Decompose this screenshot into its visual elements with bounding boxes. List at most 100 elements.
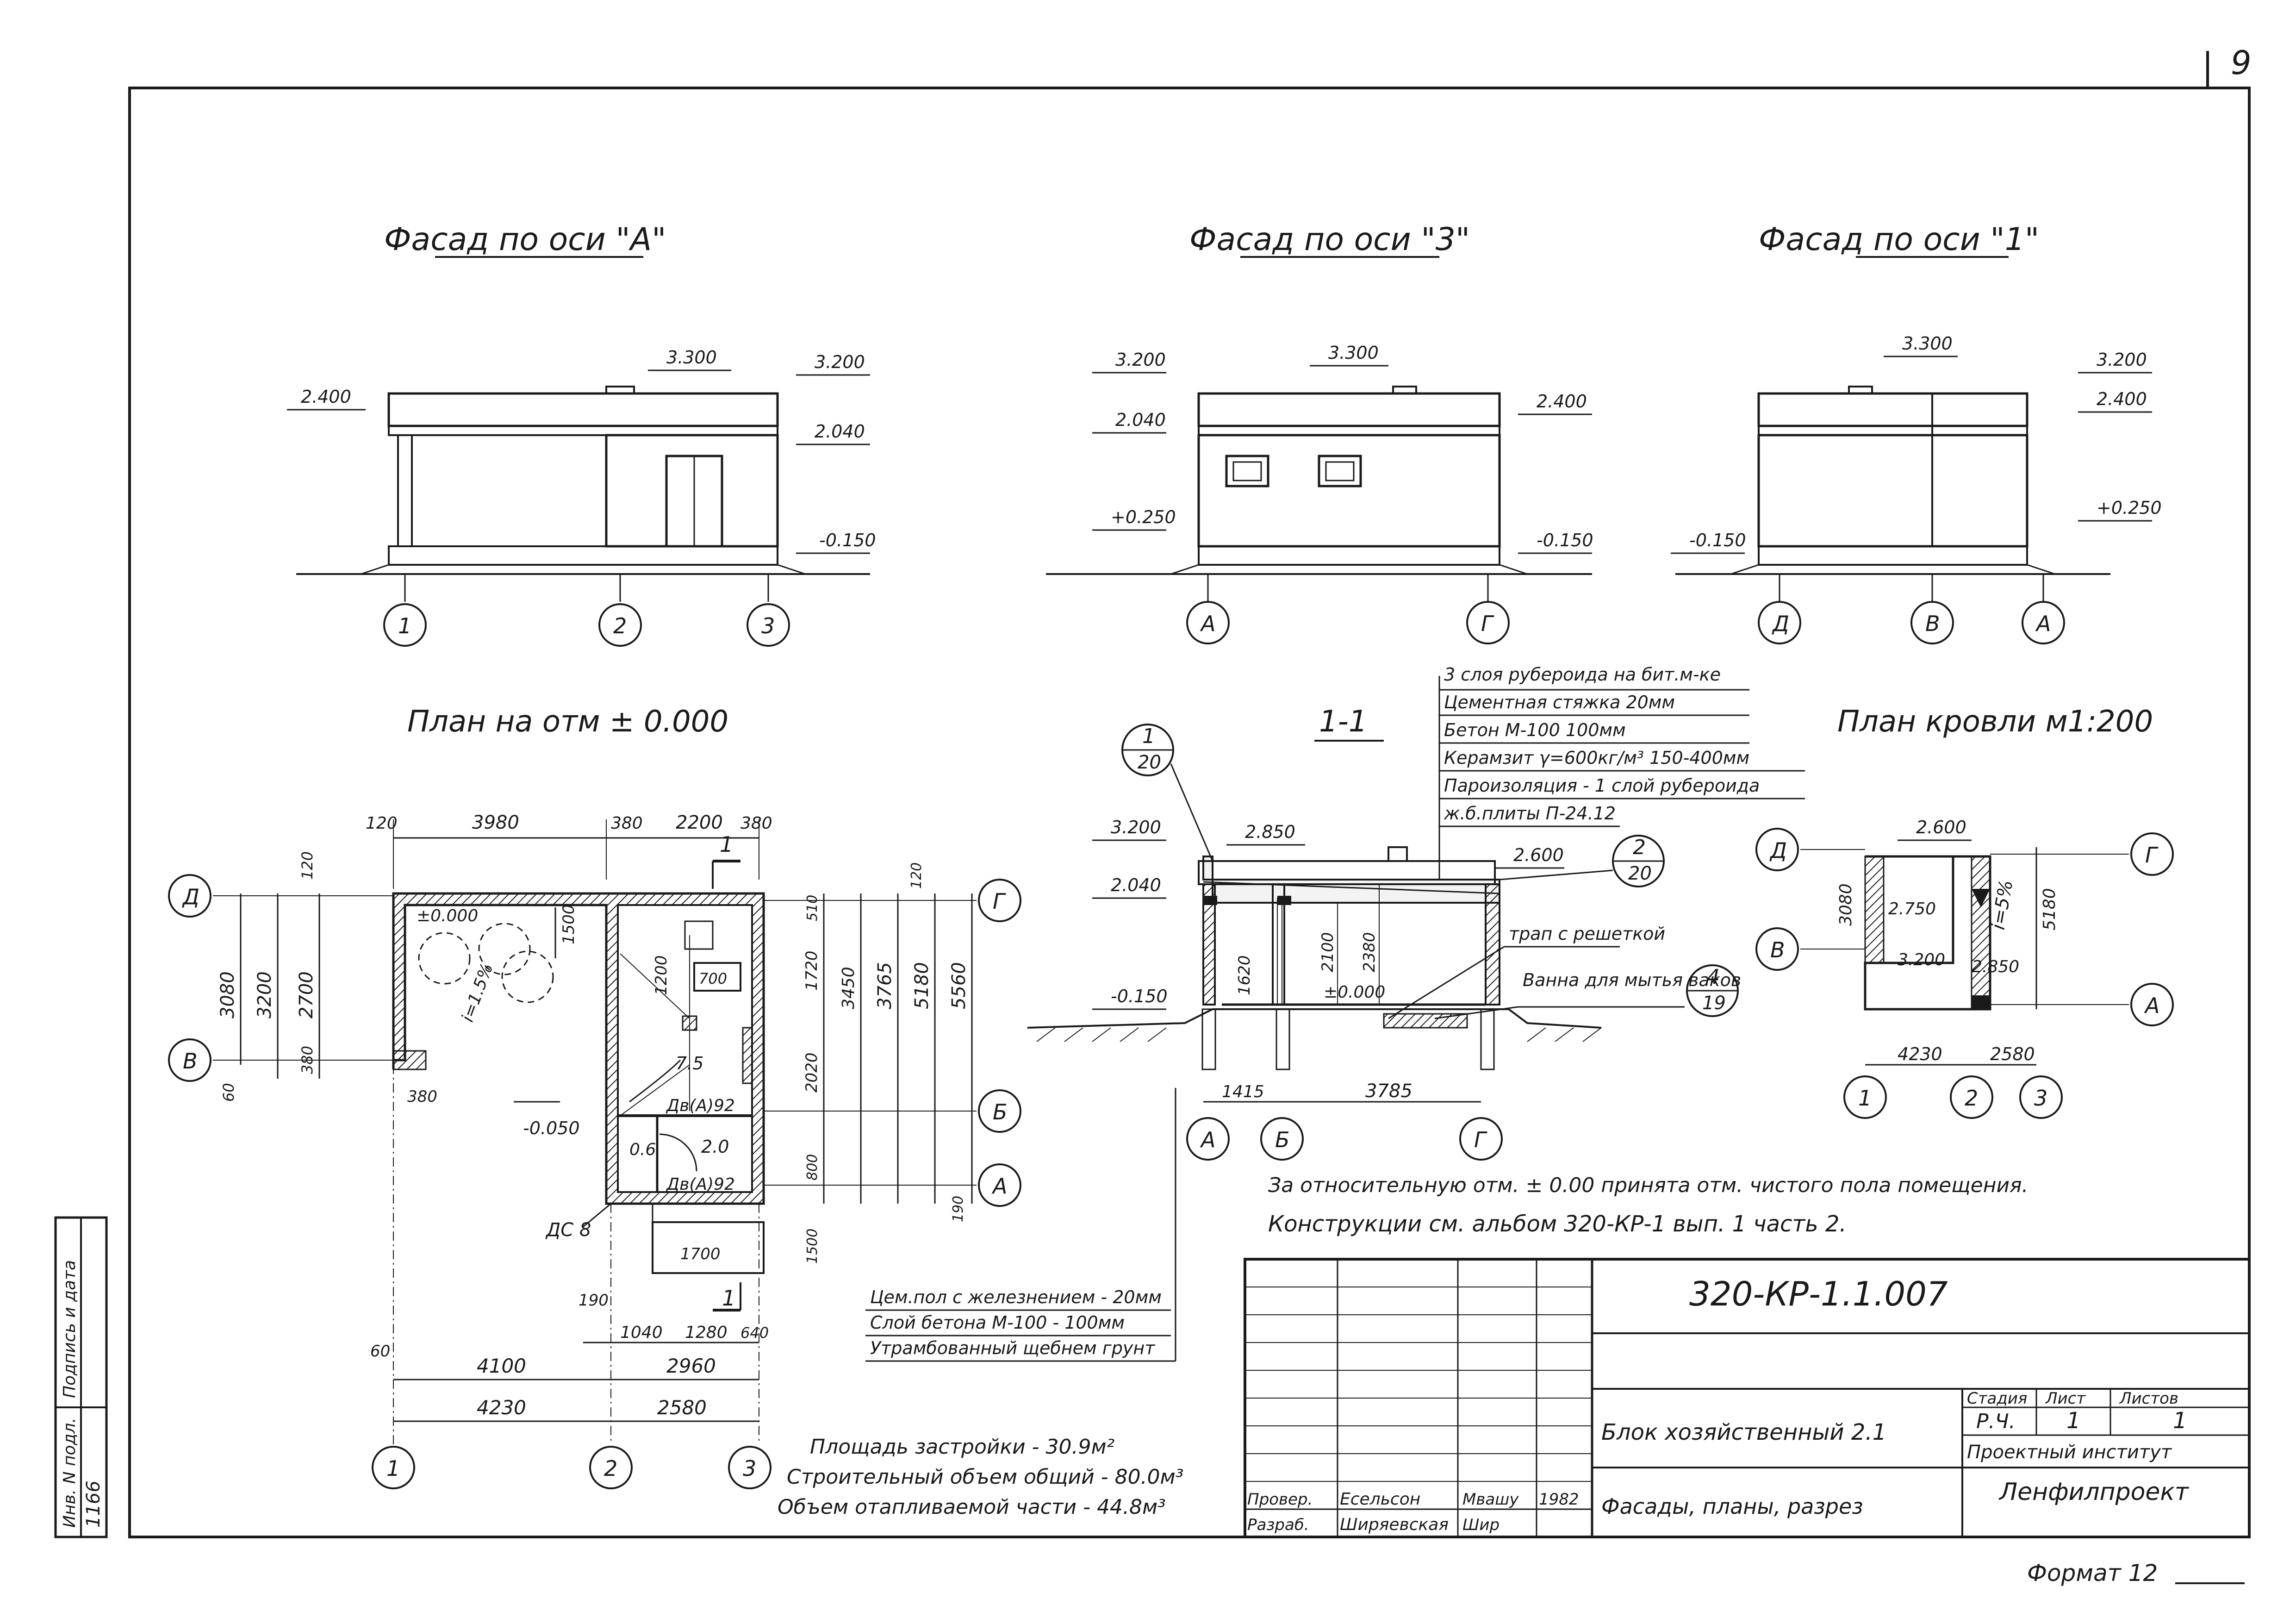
plan-label-1500: 1500 bbox=[560, 904, 578, 944]
facade-1-axis-d-label: Д bbox=[1772, 611, 1789, 636]
plan-axis-1 bbox=[372, 1446, 415, 1489]
tb-sheet: 1 bbox=[2066, 1408, 2081, 1434]
roof-axis-g bbox=[2130, 832, 2174, 876]
plan-label-1200: 1200 bbox=[652, 955, 671, 995]
facade-1-axis-d bbox=[1758, 601, 1801, 644]
plan-dim-door-1040: 1040 bbox=[620, 1323, 663, 1342]
plan-label-7-5: 7.5 bbox=[676, 1053, 703, 1074]
plan-dim-top-380b: 380 bbox=[740, 814, 772, 833]
general-note-1: За относительную отм. ± 0.00 принята отм… bbox=[1268, 1174, 2028, 1197]
facade-a-level-m0150: -0.150 bbox=[819, 530, 876, 550]
facade-3-level-p0250: +0.250 bbox=[1111, 507, 1176, 527]
general-note-2: Конструкции см. альбом 320-КР-1 вып. 1 ч… bbox=[1268, 1211, 1847, 1237]
inv-value: 1166 bbox=[83, 1480, 104, 1528]
section-layer-2: Цементная стяжка 20мм bbox=[1444, 692, 1675, 712]
facade-a-level-3300: 3.300 bbox=[666, 347, 717, 368]
facade-3-level-2400: 2.400 bbox=[1537, 391, 1587, 412]
tb-institute-name: Ленфилпроект bbox=[1998, 1478, 2190, 1506]
facade-a-title: Фасад по оси "А" bbox=[384, 221, 666, 258]
facade-a-level-3200: 3.200 bbox=[815, 352, 865, 372]
plan-dim-bottom-2960: 2960 bbox=[666, 1355, 716, 1377]
plan-dim-door-640: 640 bbox=[740, 1324, 769, 1342]
plan-dim-door-1280: 1280 bbox=[685, 1323, 728, 1342]
section-layer-6: ж.б.плиты П-24.12 bbox=[1444, 803, 1616, 824]
roof-dim-2580: 2580 bbox=[1990, 1044, 2035, 1064]
tb-row1-name: Есельсон bbox=[1340, 1490, 1420, 1509]
roof-axis-a bbox=[2130, 983, 2174, 1026]
facade-1-level-2400: 2.400 bbox=[2097, 389, 2147, 409]
section-title: 1-1 bbox=[1319, 705, 1368, 739]
plan-dim-right-1500: 1500 bbox=[804, 1229, 821, 1264]
section-level-m0150: -0.150 bbox=[1111, 986, 1168, 1006]
facade-1-axis-a-label: А bbox=[2035, 611, 2051, 636]
plan-section-mark-bottom: 1 bbox=[722, 1286, 735, 1311]
roof-axis-v-label: В bbox=[1770, 937, 1785, 962]
section-axis-g-label: Г bbox=[1474, 1127, 1487, 1152]
tb-stage: Р.Ч. bbox=[1976, 1410, 2016, 1433]
plan-axis-b bbox=[978, 1089, 1021, 1133]
tb-stage-label: Стадия bbox=[1967, 1389, 2027, 1408]
floor-plan: План на отм ± 0.000 120 3980 380 2200 38… bbox=[168, 705, 1183, 1519]
plan-label-2-0: 2.0 bbox=[701, 1137, 729, 1157]
section-level-3200: 3.200 bbox=[1111, 817, 1161, 837]
plan-dim-bottom-4230: 4230 bbox=[477, 1396, 526, 1419]
roof-axis-2 bbox=[1950, 1075, 1993, 1119]
facade-a-axis-2-label: 2 bbox=[613, 613, 627, 638]
tb-row2-name: Ширяевская bbox=[1340, 1515, 1449, 1534]
facade-3-axis-a bbox=[1186, 601, 1230, 644]
facade-1-level-3300: 3.300 bbox=[1902, 333, 1953, 354]
roof-axis-d bbox=[1755, 828, 1799, 871]
plan-label-700: 700 bbox=[699, 970, 727, 987]
roof-axis-v bbox=[1755, 927, 1799, 971]
facade-1-title: Фасад по оси "1" bbox=[1759, 221, 2039, 258]
plan-dim-right-2020: 2020 bbox=[803, 1052, 821, 1093]
facade-3-level-3300: 3.300 bbox=[1328, 343, 1379, 363]
facade-3: Фасад по оси "3" 3.200 3.300 2.040 2.400… bbox=[1046, 221, 1593, 644]
facade-a: Фасад по оси "А" 2.400 3.300 3.200 2.040… bbox=[287, 221, 876, 647]
side-stamp: Инв. N подл. Подпись и дата 1166 bbox=[54, 1216, 108, 1538]
plan-area-note-3: Объем отапливаемой части - 44.8м³ bbox=[778, 1495, 1166, 1519]
tb-sheet-label: Лист bbox=[2045, 1389, 2086, 1408]
plan-dim-bottom-2580: 2580 bbox=[657, 1396, 707, 1419]
facade-1-axis-v bbox=[1910, 601, 1954, 644]
sheet-frame: 9 Формат 12 bbox=[128, 44, 2252, 1587]
tb-row2-role: Разраб. bbox=[1247, 1516, 1309, 1534]
section-dim-2380: 2380 bbox=[1360, 932, 1379, 972]
plan-section-mark-top: 1 bbox=[720, 832, 733, 857]
roof-level-2600: 2.600 bbox=[1916, 817, 1966, 837]
plan-dim-right-5180: 5180 bbox=[911, 962, 933, 1009]
facade-1-axis-a bbox=[2022, 601, 2065, 644]
plan-dim-left-3200: 3200 bbox=[254, 971, 275, 1018]
section-axis-b-label: Б bbox=[1275, 1127, 1290, 1152]
plan-dim-top-2200: 2200 bbox=[676, 812, 723, 833]
section-layer-3: Бетон М-100 100мм bbox=[1444, 720, 1626, 740]
plan-label-m0050: -0.050 bbox=[523, 1118, 580, 1138]
section-axis-a bbox=[1186, 1117, 1230, 1161]
plan-floor-notes: Цем.пол с железнением - 20мм Слой бетона… bbox=[865, 1088, 1176, 1362]
section-callout-4-bottom: 19 bbox=[1702, 993, 1726, 1014]
facade-1: Фасад по оси "1" 3.300 3.200 2.400 +0.25… bbox=[1671, 221, 2162, 644]
plan-dim-top-3980: 3980 bbox=[472, 812, 519, 833]
section-note-drain: трап с решеткой bbox=[1509, 924, 1665, 944]
facade-3-level-3200: 3.200 bbox=[1115, 350, 1166, 370]
plan-dim-bottom-4100: 4100 bbox=[477, 1355, 526, 1377]
section-axis-b bbox=[1260, 1117, 1304, 1161]
plan-dim-top-120: 120 bbox=[366, 814, 398, 833]
plan-title: План на отм ± 0.000 bbox=[407, 705, 728, 739]
roof-slope: i=5% bbox=[1988, 878, 2017, 931]
plan-dim-right-510: 510 bbox=[804, 895, 821, 921]
section-dim-3785: 3785 bbox=[1365, 1081, 1412, 1102]
plan-label-ds8: ДС 8 bbox=[545, 1219, 591, 1241]
plan-floor-note-3: Утрамбованный щебнем грунт bbox=[870, 1338, 1156, 1358]
tb-institute: Проектный институт bbox=[1967, 1442, 2172, 1463]
plan-dim-right-190: 190 bbox=[950, 1196, 966, 1222]
plan-dim-door-60: 60 bbox=[370, 1342, 390, 1361]
facade-3-axis-g bbox=[1466, 601, 1510, 644]
section-level-2600: 2.600 bbox=[1513, 845, 1564, 865]
section-layer-5: Пароизоляция - 1 слой рубероида bbox=[1444, 775, 1760, 796]
plan-axis-g bbox=[978, 879, 1021, 922]
plan-axis-2 bbox=[589, 1446, 633, 1489]
facade-3-axis-g-label: Г bbox=[1481, 611, 1494, 636]
plan-area-note-2: Строительный объем общий - 80.0м³ bbox=[787, 1465, 1183, 1489]
facade-a-level-2040: 2.040 bbox=[815, 421, 865, 442]
